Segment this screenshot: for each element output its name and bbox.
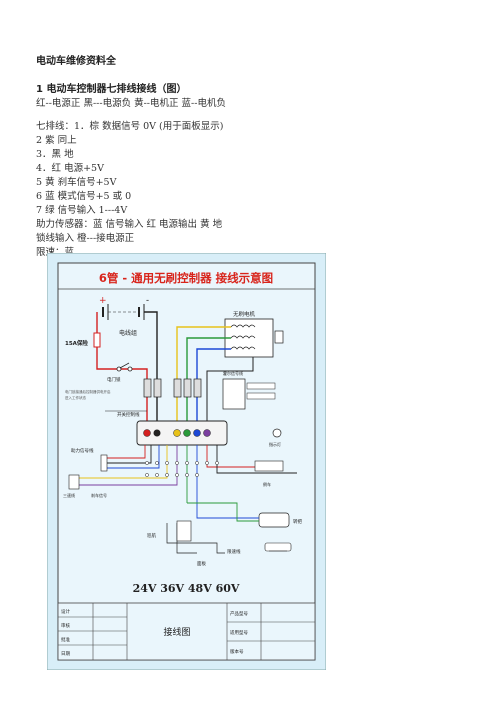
diagram-title: 6管 - 通用无刷控制器 接线示意图: [99, 271, 273, 285]
footer-right-label: 适用型号: [230, 629, 248, 636]
hall-label: 霍尔信号线: [223, 370, 243, 376]
text-line: 6 蓝 模式信号+5 或 0: [36, 191, 132, 202]
footer-row-label: 审核: [61, 622, 70, 629]
doc-title: 电动车维修资料全: [36, 56, 116, 67]
text-line: 7 绿 信号输入 1---4V: [36, 205, 128, 216]
svg-text:+: +: [99, 296, 107, 306]
lamp-label: 指示灯: [269, 441, 281, 447]
voltage-label: 24V 36V 48V 60V: [133, 582, 240, 595]
text-line: 4．红 电源+5V: [36, 163, 104, 174]
brake-lever-icon: [264, 542, 292, 552]
reverse-connector-icon: [254, 460, 284, 472]
battery-icon: + -: [99, 296, 149, 320]
assist-label: 助力信号线: [71, 447, 94, 454]
signal-harness: [77, 445, 297, 508]
fuse-label: 15A保险: [65, 339, 88, 347]
battery-label: 电线组: [119, 329, 137, 337]
text-line: 5 黄 刹车信号+5V: [36, 177, 117, 188]
text-line: 2 紫 同上: [36, 135, 77, 146]
footer-row-label: 日期: [61, 651, 70, 657]
svg-text:进入工作状态: 进入工作状态: [65, 395, 86, 400]
svg-text:-: -: [146, 296, 149, 306]
throttle-icon: [258, 512, 290, 528]
reverse-label: 倒车: [263, 481, 271, 487]
text-line: 助力传感器：蓝 信号输入 红 电源输出 黄 地: [36, 219, 223, 230]
motor-label: 无刷电机: [233, 310, 256, 318]
lock-label: 电门锁: [107, 376, 121, 383]
text-line: 七排线：1．棕 数据信号 0V (用于面板显示): [36, 121, 224, 132]
text-line: 锁线输入 橙---接电源正: [36, 233, 135, 244]
footer-row-label: 批准: [61, 636, 70, 643]
text-line: 红--电源正 黑---电源负 黄--电机正 蓝--电机负: [36, 98, 226, 109]
panel-label: 面板: [197, 560, 206, 567]
lamp-icon: [272, 428, 282, 438]
cruise-label: 巡航: [147, 532, 156, 539]
plug-icon: [68, 474, 80, 490]
connector-row: [143, 378, 202, 398]
text-line: 3．黑 地: [36, 149, 74, 160]
footer-table: [57, 602, 316, 661]
footer-row-label: 设计: [61, 608, 70, 615]
switch-box-label: 开关控制线: [117, 411, 140, 418]
fuse-icon: [93, 332, 101, 348]
terminal-row: [145, 461, 219, 477]
speed-limit-label: 限速线: [227, 548, 241, 555]
controller-body: [136, 420, 228, 446]
brake-label: 刹车信号: [91, 492, 107, 498]
section-title: 1 电动车控制器七排线接线（图）: [36, 84, 187, 95]
throttle-label: 转把: [293, 518, 302, 525]
hall-connector-icon: [222, 378, 246, 410]
gear-label: 三速线: [63, 492, 75, 498]
wiring-diagram: 6管 - 通用无刷控制器 接线示意图 + - 电线组 15A保险 电门锁 电门锁…: [47, 253, 326, 670]
footer-right-label: 版本号: [230, 648, 244, 655]
footer-right-label: 产品型号: [230, 610, 248, 617]
footer-center-label: 接线图: [163, 626, 190, 638]
lock-icon: [116, 362, 133, 372]
svg-text:电门锁接通后控制器供电开启: 电门锁接通后控制器供电开启: [65, 389, 111, 394]
